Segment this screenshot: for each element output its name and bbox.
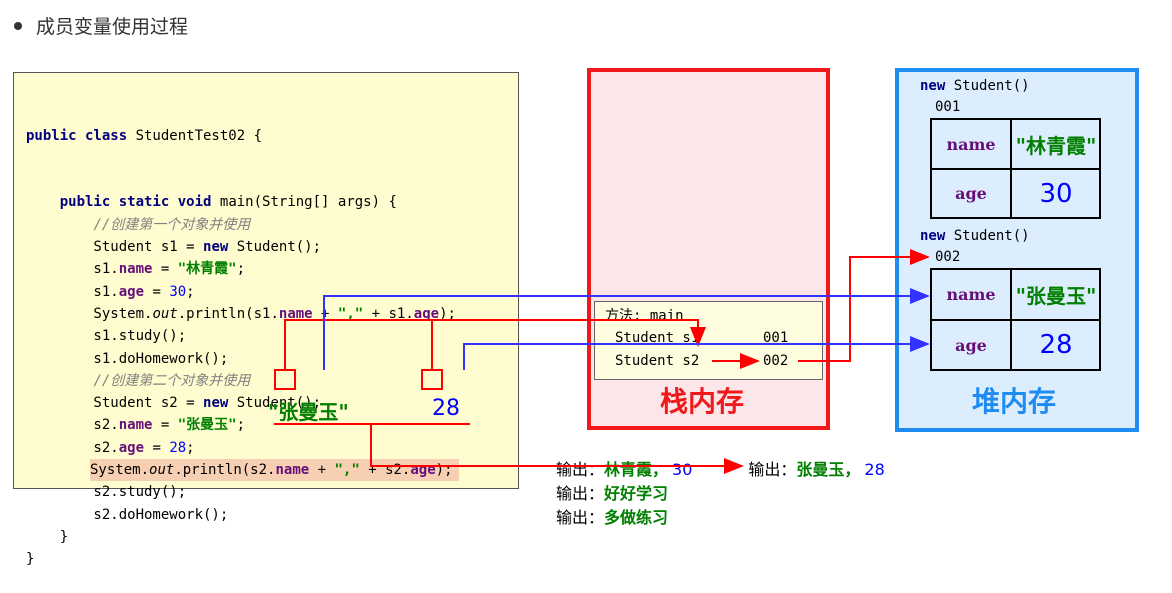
- object2-table: name "张曼玉" age 28: [930, 268, 1101, 371]
- code-text: StudentTest02 {: [135, 127, 263, 144]
- annotation-name-value: "张曼玉": [268, 400, 349, 424]
- code-line-3: //创建第一个对象并使用: [93, 216, 251, 233]
- stack-addr-s1: 001: [763, 330, 789, 346]
- object1-type: Student(): [953, 78, 1030, 94]
- object1-age-label: age: [955, 184, 987, 203]
- code-lines: public static void main(String[] args) {…: [26, 191, 459, 570]
- code-line-14: System.out.println(s2.name + "," + s2.ag…: [26, 459, 459, 482]
- code-block: public class StudentTest02 { public stat…: [26, 80, 459, 593]
- code-line-8: s1.study();: [26, 328, 187, 345]
- output-num-2: 28: [864, 460, 885, 479]
- object2-age-label: age: [955, 335, 987, 355]
- main-method-frame: 方法: main Student s1 001 Student s2 002: [594, 301, 823, 380]
- object2-type: Student(): [953, 228, 1030, 244]
- red-arrow-s2-ref: [284, 319, 706, 370]
- code-line-16: s2.doHomework();: [26, 506, 229, 523]
- code-line-17: }: [26, 528, 69, 545]
- heading-text: 成员变量使用过程: [36, 16, 189, 38]
- code-line-9: s1.doHomework();: [26, 350, 229, 367]
- output-prefix-2: 输出：: [748, 460, 797, 479]
- blue-arrow-name-field: [323, 288, 930, 370]
- s2-highlight-2: [421, 369, 443, 390]
- annotation-age-value: 28: [432, 396, 460, 421]
- output-value-2: 张曼玉，: [796, 460, 861, 479]
- code-line-15: s2.study();: [26, 484, 187, 501]
- object1-age-value: 30: [1039, 178, 1073, 209]
- output-prefix: 输出：: [556, 460, 605, 479]
- object2-name-label: name: [946, 285, 996, 304]
- object2-age-value: 28: [1039, 330, 1073, 360]
- code-line-2: public static void main(String[] args) {: [59, 194, 397, 211]
- object2-address: 002: [935, 249, 961, 265]
- code-line-4: Student s1 = new Student();: [26, 239, 322, 256]
- object2-header: new Student(): [920, 228, 1030, 244]
- code-line-6: s1.age = 30;: [26, 283, 195, 300]
- object1-name-value: "林青霞": [1015, 133, 1097, 158]
- s2-highlight-1: [274, 369, 296, 390]
- stack-var-s1: Student s1: [615, 330, 700, 346]
- new-keyword: new: [920, 78, 946, 94]
- object1-name-label: name: [946, 134, 996, 154]
- code-line-13: s2.age = 28;: [26, 439, 195, 456]
- bullet-icon: [14, 21, 22, 30]
- object1-address: 001: [935, 99, 961, 115]
- code-panel: [13, 72, 519, 489]
- object1-table: name "林青霞" age 30: [930, 118, 1101, 219]
- stack-addr-s2: 002: [763, 353, 789, 369]
- code-line-18: }: [26, 551, 35, 568]
- object2-name-value: "张曼玉": [1015, 284, 1097, 308]
- new-keyword: new: [920, 228, 946, 244]
- blue-arrow-age-field: [463, 336, 930, 370]
- code-line-11: Student s2 = new Student();: [26, 395, 322, 412]
- red-arrow-to-object2: [798, 249, 930, 362]
- output-num-1: 30: [672, 460, 693, 479]
- stack-var-s2: Student s2: [615, 353, 700, 369]
- output-value-1: 林青霞，: [604, 460, 669, 479]
- code-line-5: s1.name = "林青霞";: [26, 261, 246, 278]
- code-line-12: s2.name = "张曼玉";: [26, 417, 246, 434]
- arrows-overlay: [274, 249, 930, 474]
- object1-header: new Student(): [920, 78, 1030, 94]
- red-arrow-to-output: [370, 424, 744, 474]
- heap-label: 堆内存: [972, 385, 1057, 418]
- output-line-2: 输出：好好学习: [556, 484, 669, 503]
- output-line-3: 输出：多做练习: [556, 508, 669, 527]
- code-line-10: //创建第二个对象并使用: [93, 372, 251, 389]
- page-heading: 成员变量使用过程: [14, 12, 188, 39]
- code-line-7: System.out.println(s1.name + "," + s1.ag…: [26, 305, 456, 322]
- code-line-1: public class StudentTest02 {: [26, 127, 263, 144]
- stack-label: 栈内存: [660, 385, 745, 418]
